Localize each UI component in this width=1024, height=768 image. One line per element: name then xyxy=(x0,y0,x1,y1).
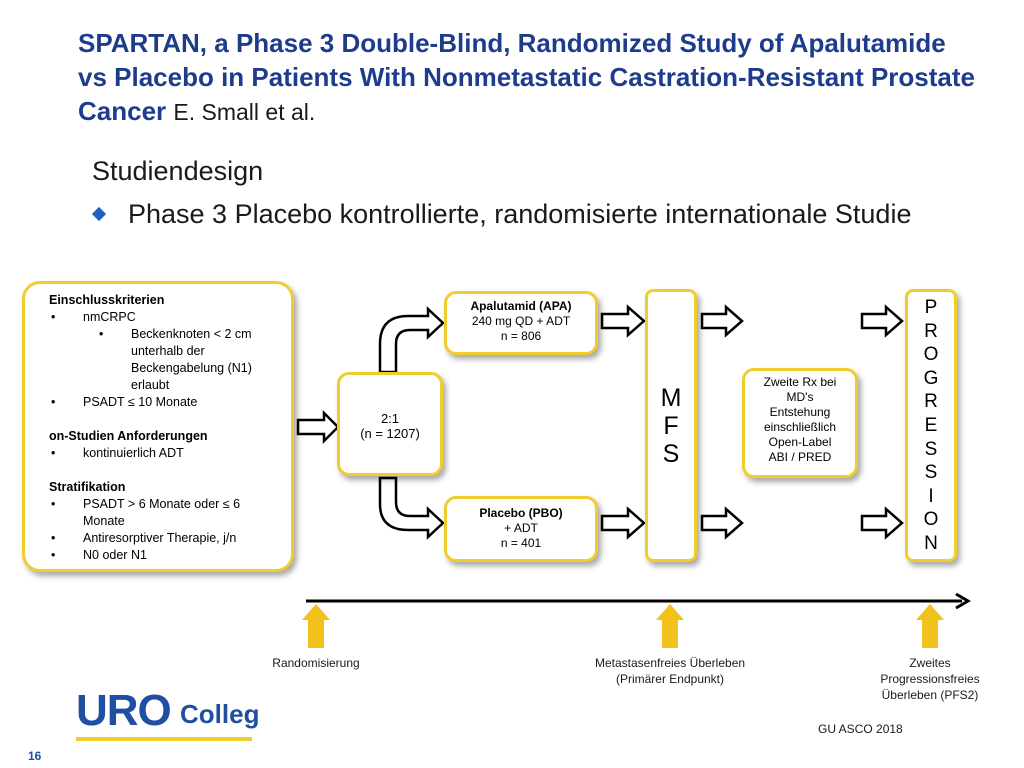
logo-underline xyxy=(76,737,252,741)
progression-letter: N xyxy=(924,532,938,554)
timeline-marker-mfs xyxy=(656,604,684,648)
apa-arm-name: Apalutamid (APA) xyxy=(470,299,572,313)
criteria-heading-stratification: Stratifikation xyxy=(49,480,126,494)
timeline-label-pfs2-line: Zweites xyxy=(909,656,951,670)
timeline-label-mfs-line: (Primärer Endpunkt) xyxy=(615,672,725,686)
apa-arm-n: n = 806 xyxy=(500,329,542,343)
randomization-box: 2:1 (n = 1207) xyxy=(337,372,443,476)
second-rx-line: Entstehung xyxy=(769,405,831,419)
mfs-column: M F S xyxy=(645,289,697,562)
urocolleg-logo: URO Colleg xyxy=(76,687,276,747)
timeline-marker-randomization xyxy=(302,604,330,648)
criteria-heading-inclusion: Einschlusskriterien xyxy=(49,293,165,307)
timeline-marker-pfs2 xyxy=(916,604,944,648)
progression-letter: I xyxy=(928,485,934,507)
timeline-label-randomization-text: Randomisierung xyxy=(272,656,360,670)
progression-letter: S xyxy=(924,438,938,460)
timeline-label-pfs2-line: Progressionsfreies xyxy=(880,672,980,686)
pbo-arm-name: Placebo (PBO) xyxy=(479,506,563,520)
arrow-randomization-to-pbo xyxy=(378,476,445,540)
pbo-arm-dose: + ADT xyxy=(504,521,538,535)
second-rx-line: MD's xyxy=(786,390,814,404)
criteria-item: N0 oder N1 xyxy=(49,547,281,564)
criteria-item: PSADT ≤ 10 Monate xyxy=(49,394,281,411)
progression-letter: G xyxy=(923,367,939,389)
slide-title: SPARTAN, a Phase 3 Double-Blind, Randomi… xyxy=(78,26,978,129)
timeline-arrowhead xyxy=(955,592,971,610)
arrow-to-progression-lower xyxy=(860,506,904,540)
arrow-randomization-to-apa xyxy=(378,306,445,374)
criteria-heading-on-study: on-Studien Anforderungen xyxy=(49,429,208,443)
progression-letter: O xyxy=(923,509,939,531)
logo-uro: URO xyxy=(76,686,172,735)
eligibility-criteria-box: Einschlusskriterien nmCRPC Beckenknoten … xyxy=(22,281,294,572)
criteria-subitem: Beckenknoten < 2 cm unterhalb der Becken… xyxy=(49,326,281,394)
progression-letter: E xyxy=(924,414,938,436)
arrow-apa-to-mfs xyxy=(600,304,646,338)
mfs-letter: M xyxy=(660,384,682,412)
randomization-n: (n = 1207) xyxy=(360,426,420,441)
progression-letter: S xyxy=(924,462,938,484)
title-author: E. Small et al. xyxy=(173,99,316,125)
title-main: SPARTAN, a Phase 3 Double-Blind, Randomi… xyxy=(78,28,975,126)
pbo-arm-n: n = 401 xyxy=(500,536,542,550)
arrow-criteria-to-randomization xyxy=(296,409,340,445)
progression-column: P R O G R E S S I O N xyxy=(905,289,957,562)
timeline-label-randomization: Randomisierung xyxy=(254,655,378,671)
arrow-pbo-to-mfs xyxy=(600,506,646,540)
timeline-label-pfs2-line: Überleben (PFS2) xyxy=(881,688,979,702)
mfs-letter: S xyxy=(662,440,680,468)
progression-letter: P xyxy=(924,297,938,318)
mfs-letter: F xyxy=(663,412,679,440)
second-rx-line: Zweite Rx bei xyxy=(763,375,837,389)
source-citation: GU ASCO 2018 xyxy=(818,722,903,736)
arrow-mfs-upper-out xyxy=(700,304,744,338)
second-rx-line: Open-Label xyxy=(768,435,832,449)
criteria-item: Antiresorptiver Therapie, j/n xyxy=(49,530,281,547)
progression-letter: O xyxy=(923,344,939,366)
apalutamide-arm-box: Apalutamid (APA) 240 mg QD + ADT n = 806 xyxy=(444,291,598,355)
apa-arm-dose: 240 mg QD + ADT xyxy=(471,314,571,328)
second-rx-box: Zweite Rx bei MD's Entstehung einschließ… xyxy=(742,368,858,478)
progression-letter: R xyxy=(924,320,938,342)
criteria-item: PSADT > 6 Monate oder ≤ 6 Monate xyxy=(49,496,281,530)
design-bullet: Phase 3 Placebo kontrollierte, randomisi… xyxy=(91,197,912,231)
randomization-ratio: 2:1 xyxy=(380,411,400,426)
timeline-label-mfs-line: Metastasenfreies Überleben xyxy=(594,656,746,670)
progression-letter: R xyxy=(924,391,938,413)
second-rx-line: einschließlich xyxy=(763,420,837,434)
section-subtitle: Studiendesign xyxy=(92,156,264,186)
arrow-to-progression-upper xyxy=(860,304,904,338)
criteria-item: nmCRPC xyxy=(49,309,281,326)
page-number: 16 xyxy=(28,749,42,763)
design-bullet-text: Phase 3 Placebo kontrollierte, randomisi… xyxy=(128,199,912,229)
logo-colleg: Colleg xyxy=(180,699,260,729)
second-rx-line: ABI / PRED xyxy=(768,450,832,464)
timeline-label-pfs2: Zweites Progressionsfreies Überleben (PF… xyxy=(862,655,998,703)
arrow-mfs-lower-out xyxy=(700,506,744,540)
placebo-arm-box: Placebo (PBO) + ADT n = 401 xyxy=(444,496,598,562)
criteria-item: kontinuierlich ADT xyxy=(49,445,281,462)
timeline-label-mfs: Metastasenfreies Überleben (Primärer End… xyxy=(565,655,775,687)
